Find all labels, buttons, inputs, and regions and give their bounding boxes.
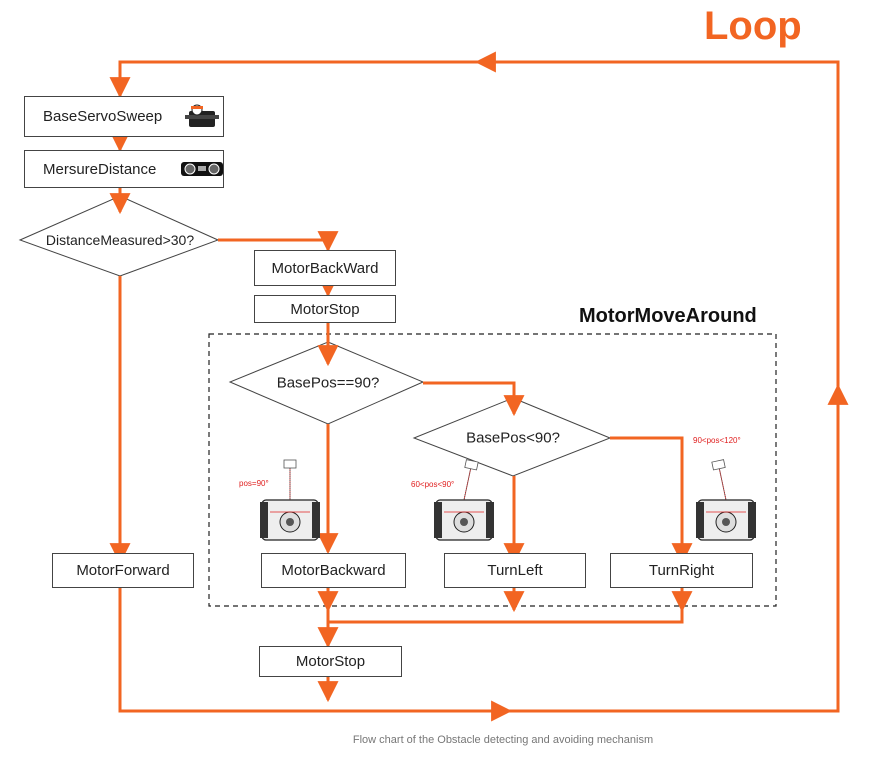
motor-backward-top-node: MotorBackWard bbox=[254, 250, 396, 286]
robot-top-view-icon bbox=[696, 459, 756, 541]
mersure-distance-node: MersureDistance bbox=[24, 150, 224, 188]
flow-merge-line bbox=[514, 598, 684, 624]
motor-forward-label: MotorForward bbox=[76, 562, 170, 579]
turn-right-label: TurnRight bbox=[648, 562, 715, 579]
loop-title: Loop bbox=[704, 4, 802, 48]
motor-forward-node: MotorForward bbox=[52, 553, 194, 588]
robot-top-view-icon bbox=[434, 459, 494, 541]
motor-move-around-region bbox=[208, 333, 777, 607]
distance-decision-label: DistanceMeasured>30? bbox=[45, 232, 195, 248]
flow-connectors bbox=[109, 51, 849, 722]
flow-top-left-end bbox=[118, 60, 480, 66]
motor-move-around-label: MotorMoveAround bbox=[579, 305, 757, 327]
ultrasonic-sensor-icon bbox=[181, 162, 223, 176]
flow-basepos-to-lt bbox=[423, 381, 525, 417]
flow-right-to-top bbox=[480, 60, 840, 382]
turn-left-node: TurnLeft bbox=[444, 553, 586, 588]
turn-right-node: TurnRight bbox=[610, 553, 753, 588]
flow-bottom-to-right bbox=[500, 382, 840, 713]
base-servo-sweep-label: BaseServoSweep bbox=[43, 108, 163, 125]
flow-decision-to-backward bbox=[218, 231, 339, 253]
motor-backward-label: MotorBackward bbox=[281, 562, 386, 579]
motor-stop-bottom-node: MotorStop bbox=[259, 646, 402, 677]
pos-60-90-note: 60<pos<90° bbox=[411, 480, 455, 489]
servo-icon bbox=[185, 104, 219, 127]
motor-stop-top-node: MotorStop bbox=[254, 295, 396, 323]
turn-left-label: TurnLeft bbox=[487, 562, 543, 579]
pos-90-note: pos=90° bbox=[239, 479, 269, 488]
motor-stop-bottom-label: MotorStop bbox=[295, 653, 366, 670]
pos-90-120-note: 90<pos<120° bbox=[693, 436, 741, 445]
base-servo-sweep-node: BaseServoSweep bbox=[24, 96, 224, 137]
motor-backward-node: MotorBackward bbox=[261, 553, 406, 588]
motor-backward-top-label: MotorBackWard bbox=[271, 259, 379, 277]
flow-lt-to-turnright bbox=[610, 436, 693, 565]
figure-caption: Flow chart of the Obstacle detecting and… bbox=[352, 734, 654, 746]
basepos-eq-decision-label: BasePos==90? bbox=[276, 374, 380, 392]
robot-top-view-icon bbox=[260, 459, 320, 541]
basepos-lt-decision-label: BasePos<90? bbox=[466, 429, 560, 447]
motor-stop-top-label: MotorStop bbox=[290, 300, 360, 318]
mersure-distance-label: MersureDistance bbox=[43, 160, 157, 178]
